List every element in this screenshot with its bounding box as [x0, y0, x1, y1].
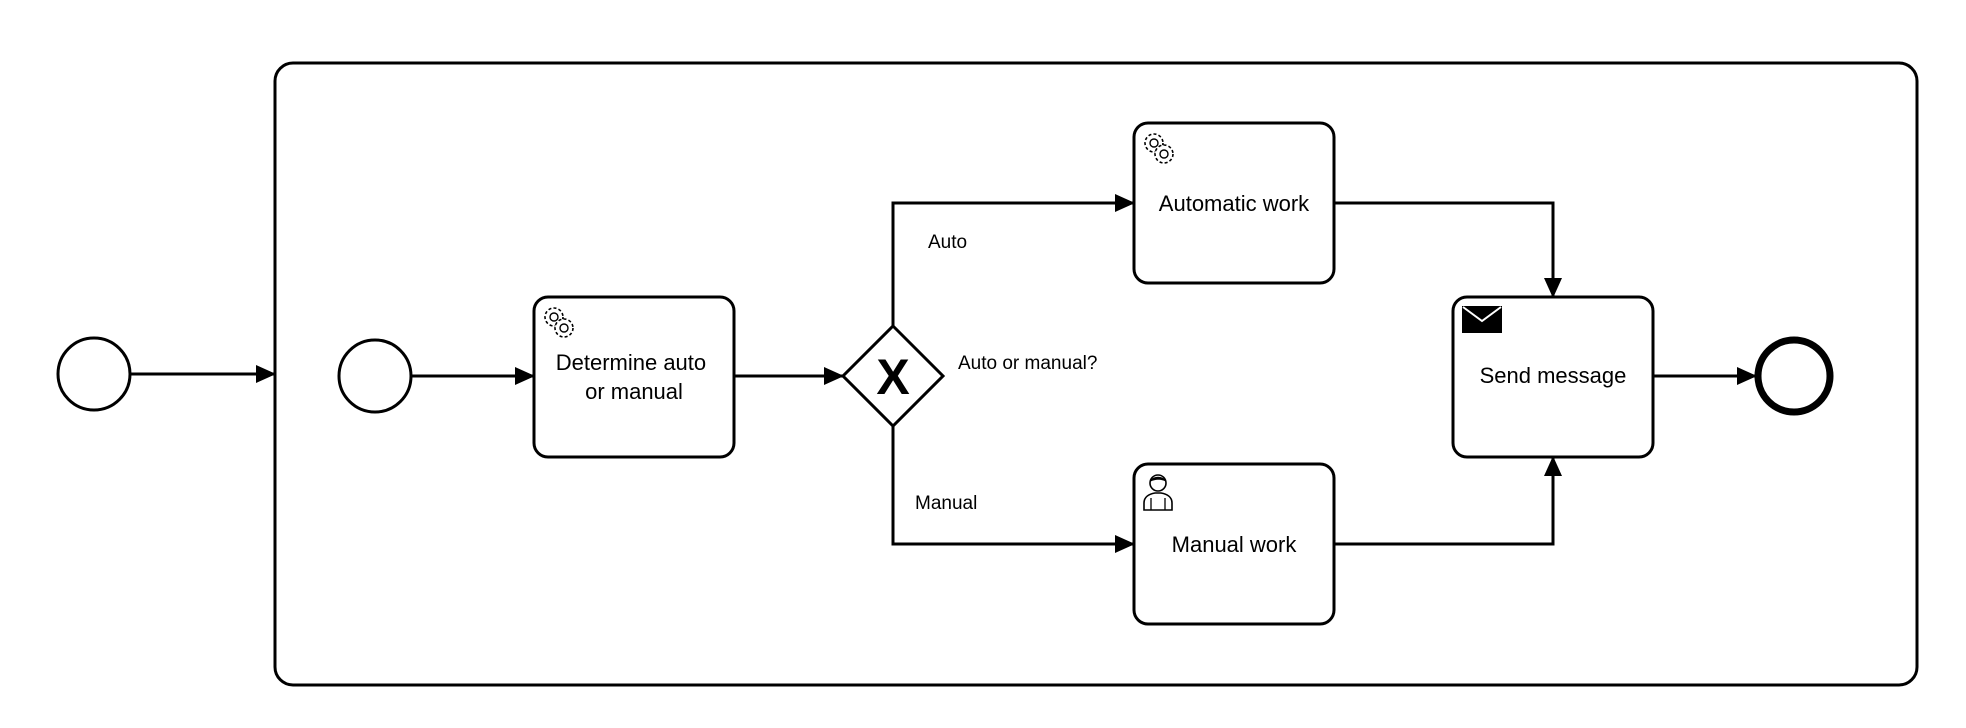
flow-gateway-to-automatic[interactable] — [891, 194, 1135, 326]
envelope-icon — [1462, 306, 1502, 333]
gears-icon — [544, 307, 574, 338]
task-send-label: Send message — [1480, 363, 1627, 388]
task-determine[interactable]: Determine auto or manual — [532, 295, 736, 459]
task-manual-label: Manual work — [1172, 532, 1298, 557]
subprocess-container[interactable] — [273, 61, 1919, 687]
svg-text:Manual work: Manual work — [1172, 532, 1298, 557]
inner-start-event[interactable] — [337, 338, 413, 414]
svg-text:Send message: Send message — [1480, 363, 1627, 388]
flow-gateway-to-manual[interactable] — [891, 426, 1135, 553]
gateway-label: Auto or manual? — [958, 353, 1097, 374]
flow-automatic-to-send[interactable] — [1334, 201, 1562, 298]
svg-text:Determine auto or manual: Determine auto or manual — [556, 350, 713, 404]
exclusive-gateway[interactable]: X — [840, 323, 946, 429]
svg-text:Automatic work: Automatic work — [1159, 191, 1310, 216]
task-determine-line-2: or manual — [585, 379, 683, 404]
gears-icon — [1144, 133, 1174, 164]
flow-manual-to-send[interactable] — [1334, 456, 1562, 546]
task-determine-line-1: Determine auto — [556, 350, 706, 375]
user-icon — [1143, 474, 1173, 511]
task-automatic-label: Automatic work — [1159, 191, 1310, 216]
task-send-message[interactable]: Send message — [1451, 295, 1655, 459]
task-manual-work[interactable]: Manual work — [1132, 462, 1336, 626]
flow-label-manual: Manual — [915, 493, 977, 514]
end-event[interactable] — [1754, 336, 1834, 416]
task-automatic-work[interactable]: Automatic work — [1132, 121, 1336, 285]
flow-label-auto: Auto — [928, 232, 967, 253]
gateway-x-marker: X — [876, 349, 909, 405]
outer-start-event[interactable] — [56, 336, 132, 412]
